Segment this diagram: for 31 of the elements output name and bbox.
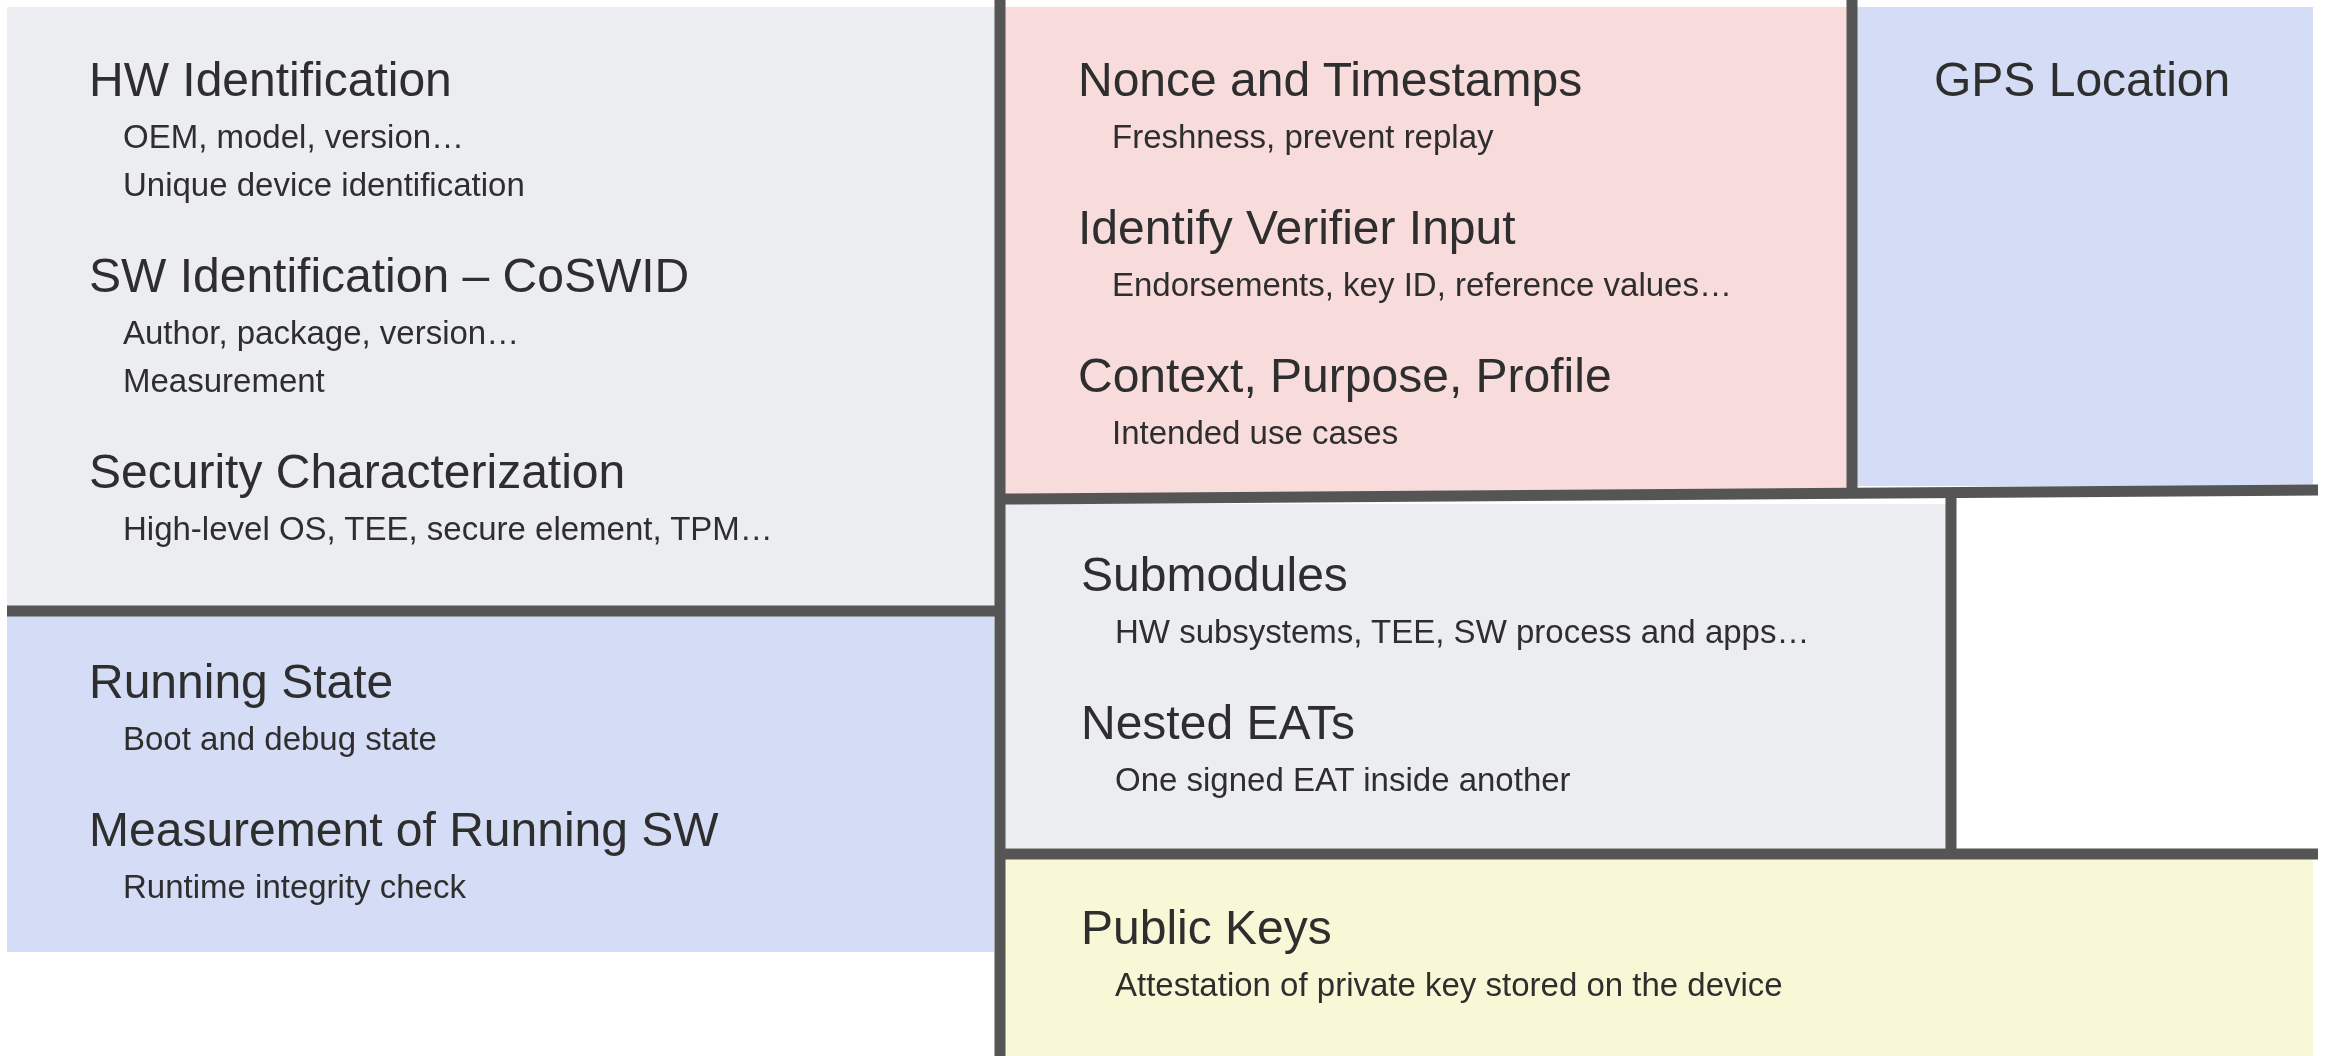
info-panel [1005,860,2313,1056]
section-heading: Security Characterization [89,444,626,500]
section-detail: Intended use cases [1112,413,1399,453]
section-heading: GPS Location [1934,52,2231,108]
section-detail: OEM, model, version… [123,117,465,157]
section-heading: Submodules [1081,547,1348,603]
section-heading: HW Identification [89,52,452,108]
section-detail: HW subsystems, TEE, SW process and apps… [1115,612,1810,652]
info-panel [1005,7,1848,494]
section-detail: Runtime integrity check [123,867,466,907]
section-detail: Measurement [123,361,325,401]
section-heading: Nonce and Timestamps [1078,52,1583,108]
info-panel [7,7,997,608]
section-detail: One signed EAT inside another [1115,760,1571,800]
section-detail: Author, package, version… [123,313,520,353]
section-heading: Nested EATs [1081,695,1355,751]
section-detail: High-level OS, TEE, secure element, TPM… [123,509,773,549]
section-detail: Freshness, prevent replay [1112,117,1494,157]
section-detail: Endorsements, key ID, reference values… [1112,265,1732,305]
section-heading: Measurement of Running SW [89,802,719,858]
section-detail: Boot and debug state [123,719,437,759]
info-panel [1857,7,2313,486]
info-panel [7,614,994,952]
section-heading: Public Keys [1081,900,1332,956]
info-panel [1005,504,1946,848]
section-heading: Identify Verifier Input [1078,200,1516,256]
section-detail: Unique device identification [123,165,525,205]
section-heading: Context, Purpose, Profile [1078,348,1612,404]
section-detail: Attestation of private key stored on the device [1115,965,1783,1005]
section-heading: Running State [89,654,394,710]
section-heading: SW Identification – CoSWID [89,248,690,304]
